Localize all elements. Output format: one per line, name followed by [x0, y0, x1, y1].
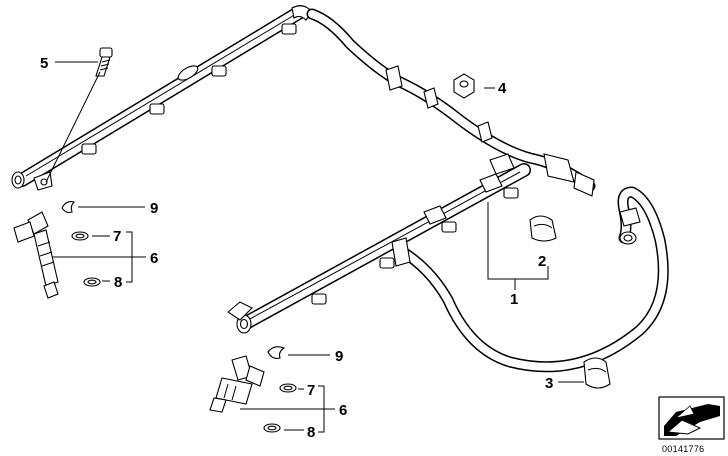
fuel-rail-lower	[227, 153, 531, 334]
clip-part-lower	[267, 346, 286, 359]
callout-6-upper: 6	[150, 250, 158, 267]
clamp-part-3	[583, 357, 611, 389]
nut-part-4	[453, 73, 475, 99]
callout-7-lower: 7	[307, 382, 315, 399]
seal-rings-lower	[263, 383, 297, 433]
callout-9-upper: 9	[150, 200, 158, 217]
callout-2: 2	[538, 253, 546, 270]
injector-lower	[209, 355, 265, 413]
leader-lines	[45, 61, 584, 433]
callout-8-lower: 8	[307, 424, 315, 441]
bolt-part	[95, 47, 113, 77]
callout-9-lower: 9	[335, 348, 343, 365]
callout-6-lower: 6	[339, 402, 347, 419]
callout-labels: 5 4 9 7 6 8 2 1 9 3 7 6 8	[40, 55, 553, 441]
injector-upper	[13, 211, 59, 299]
callout-1: 1	[510, 291, 518, 308]
clamp-part-2	[529, 215, 557, 242]
arrow-car-icon	[658, 396, 725, 440]
callout-5: 5	[40, 55, 48, 72]
fuel-hose-upper	[306, 8, 596, 197]
seal-rings-upper	[71, 231, 101, 287]
fuel-hose-lower	[391, 186, 669, 373]
callout-8-upper: 8	[114, 274, 122, 291]
part-number: 00141776	[662, 444, 704, 454]
callout-4: 4	[498, 80, 507, 97]
clip-part-upper	[61, 201, 76, 214]
fuel-rail-upper	[11, 5, 313, 191]
callout-3: 3	[545, 375, 553, 392]
callout-7-upper: 7	[113, 228, 121, 245]
